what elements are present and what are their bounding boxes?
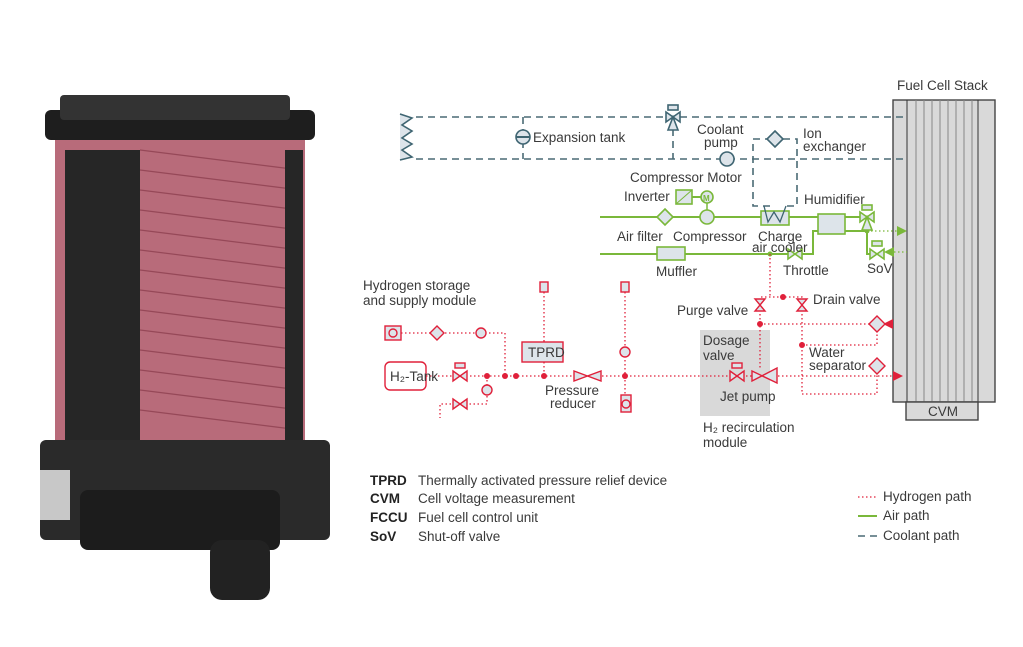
- abbr-sov: SoV: [370, 529, 396, 544]
- inverter-label: Inverter: [624, 189, 670, 204]
- filter-icon: [429, 325, 445, 341]
- tank-valve-icon: [452, 369, 468, 383]
- ion-exchanger-label-2: exchanger: [803, 139, 867, 154]
- air-circuit: M: [600, 189, 907, 261]
- path-legend: Hydrogen path Air path Coolant path: [858, 489, 972, 543]
- ion-exchanger-icon: [765, 129, 785, 149]
- pressure-reducer-label-2: reducer: [550, 396, 596, 411]
- abbr-fccu: FCCU: [370, 510, 408, 525]
- recirculation-module-label: H₂ recirculation: [703, 420, 795, 435]
- tprd-label: TPRD: [528, 345, 565, 360]
- cvm-label: CVM: [928, 404, 958, 419]
- water-separator-label-2: separator: [809, 358, 867, 373]
- humidifier-icon: [817, 213, 846, 235]
- check-valve-icon: [475, 327, 487, 339]
- svg-text:M: M: [703, 194, 710, 203]
- muffler-label: Muffler: [656, 264, 698, 279]
- jet-pump-icon: [751, 366, 778, 385]
- fuel-cell-stack-label: Fuel Cell Stack: [897, 78, 988, 93]
- hydrogen-module-label: Hydrogen storage: [363, 278, 470, 293]
- dosage-valve-icon: [729, 369, 745, 383]
- pressure-reducer-icon: [573, 369, 602, 383]
- valve-icon: [452, 397, 468, 411]
- hydrogen-circuit: [384, 254, 903, 418]
- ion-exchanger-label: Ion: [803, 126, 822, 141]
- throttle-label: Throttle: [783, 263, 829, 278]
- abbr-tprd-text: Thermally activated pressure relief devi…: [418, 473, 667, 488]
- humidifier-label: Humidifier: [804, 192, 865, 207]
- water-separator-icon-2: [868, 357, 886, 375]
- abbr-cvm-text: Cell voltage measurement: [418, 491, 575, 506]
- legend-air: Air path: [883, 508, 930, 523]
- check-valve-icon-2: [481, 384, 493, 396]
- water-separator-label: Water: [809, 345, 845, 360]
- recirculation-module-label-2: module: [703, 435, 747, 450]
- charge-air-cooler-label-2: air cooler: [752, 240, 808, 255]
- dosage-valve-label-2: valve: [703, 348, 735, 363]
- coolant-pump-icon: [719, 151, 735, 167]
- abbr-tprd: TPRD: [370, 473, 407, 488]
- radiator-icon: [399, 113, 414, 161]
- check-valve-icon-3: [619, 346, 631, 358]
- sov-label: SoV: [867, 261, 893, 276]
- h2-tank-box: [384, 361, 427, 391]
- air-filter-label: Air filter: [617, 229, 663, 244]
- expansion-tank-label: Expansion tank: [533, 130, 626, 145]
- abbr-cvm: CVM: [370, 491, 400, 506]
- abbr-sov-text: Shut-off valve: [418, 529, 500, 544]
- drain-valve-label: Drain valve: [813, 292, 881, 307]
- hydrogen-module-label-2: and supply module: [363, 293, 476, 308]
- jet-pump-label: Jet pump: [720, 389, 776, 404]
- sov-icon: [869, 247, 885, 261]
- humidifier-valve-icon: [859, 210, 875, 231]
- compressor-icon: [699, 209, 715, 225]
- drain-valve-icon: [795, 298, 809, 312]
- dosage-valve-label: Dosage: [703, 333, 750, 348]
- tprd-box: [521, 341, 564, 363]
- throttle-icon: [787, 247, 803, 261]
- coolant-pump-label: Coolant: [697, 122, 744, 137]
- three-way-valve-icon: [665, 110, 681, 131]
- h2-tank-label: H₂-Tank: [390, 369, 438, 384]
- fuel-cell-product-image: [40, 95, 330, 600]
- coolant-circuit: [399, 104, 907, 207]
- coolant-pump-label-2: pump: [704, 135, 738, 150]
- muffler-icon: [656, 246, 686, 261]
- purge-valve-label: Purge valve: [677, 303, 748, 318]
- air-filter-icon: [655, 207, 675, 227]
- compressor-motor-label: Compressor Motor: [630, 170, 742, 185]
- charge-air-cooler-label: Charge: [758, 229, 802, 244]
- purge-valve-icon: [753, 298, 767, 312]
- abbreviation-list: TPRD Thermally activated pressure relief…: [370, 473, 667, 544]
- compressor-label: Compressor: [673, 229, 747, 244]
- legend-hydrogen: Hydrogen path: [883, 489, 972, 504]
- h2-recirculation-module-box: [700, 330, 770, 416]
- pressure-reducer-label: Pressure: [545, 383, 599, 398]
- abbr-fccu-text: Fuel cell control unit: [418, 510, 538, 525]
- legend-coolant: Coolant path: [883, 528, 960, 543]
- water-separator-icon: [868, 315, 886, 333]
- fuel-cell-stack: [892, 99, 996, 421]
